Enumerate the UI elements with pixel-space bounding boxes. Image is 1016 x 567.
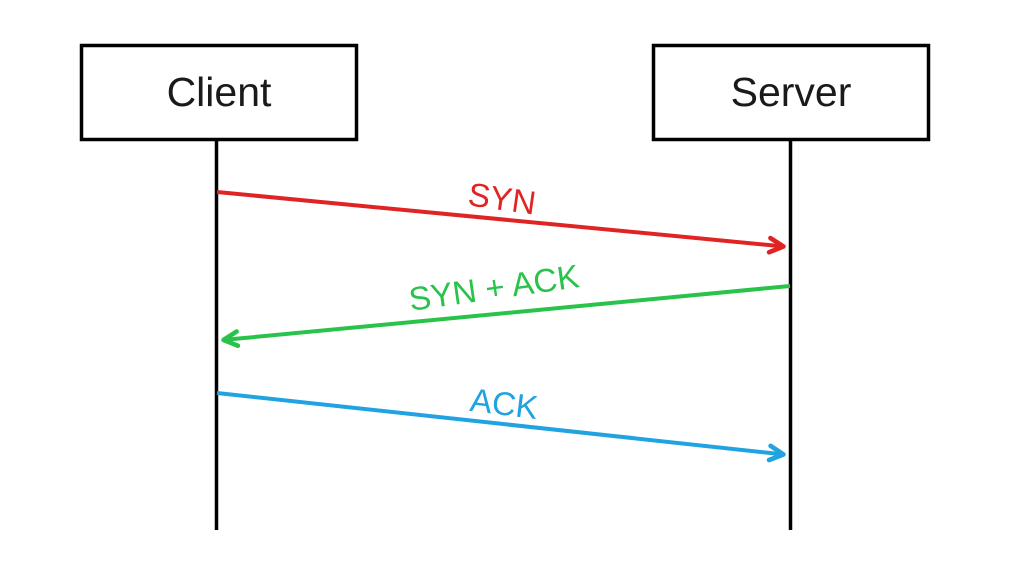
client-box-rect	[79, 43, 359, 142]
client-actor-box: Client	[79, 43, 359, 142]
ack-arrow	[216, 391, 786, 463]
server-actor-box: Server	[651, 43, 931, 142]
syn-arrow-label: SYN	[466, 175, 538, 221]
ack-arrow-label: ACK	[468, 381, 540, 426]
client-label: Client	[167, 69, 272, 115]
server-label: Server	[731, 69, 852, 115]
server-box-rect	[651, 43, 931, 142]
syn-arrow	[216, 190, 786, 255]
syn-ack-arrow	[221, 284, 791, 349]
